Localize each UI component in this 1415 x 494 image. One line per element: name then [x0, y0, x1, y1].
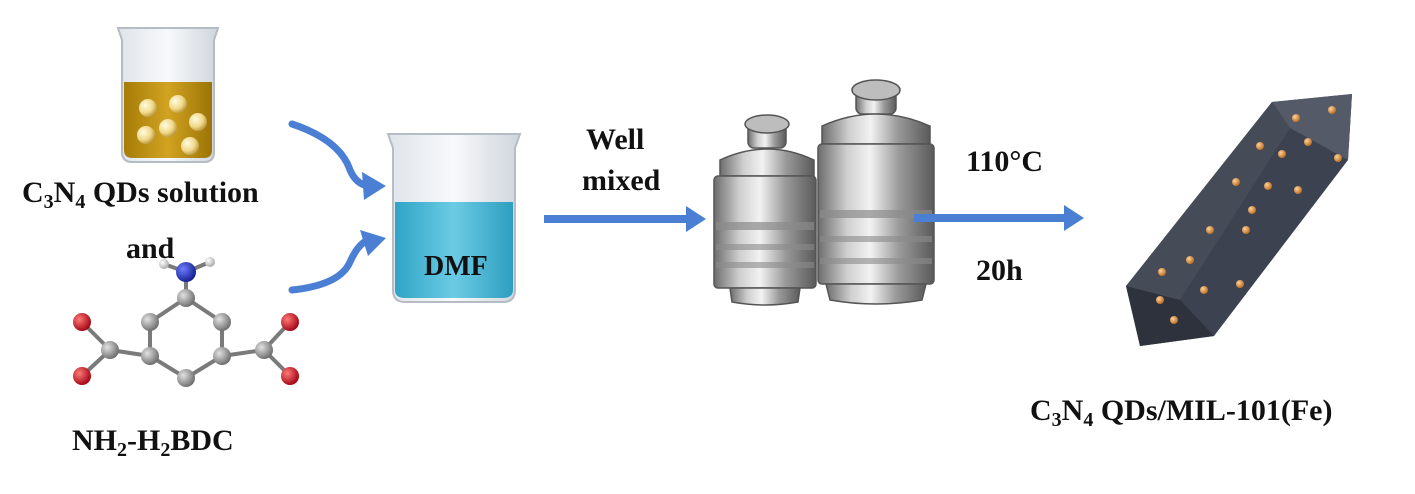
merge-arrows	[288, 120, 372, 294]
upper-curved-arrow	[288, 120, 372, 190]
linker-label: NH2-H2BDC	[72, 424, 234, 461]
c3n4-beaker-icon	[116, 27, 220, 163]
heat-arrow	[914, 205, 1084, 231]
time-label: 20h	[976, 254, 1023, 287]
qd-dots	[1156, 106, 1342, 324]
nh2-h2bdc-molecule-icon	[73, 257, 299, 387]
mil101-crystal-icon	[1126, 94, 1352, 346]
dmf-beaker-icon	[386, 133, 522, 303]
mix-arrow	[544, 206, 706, 232]
lower-arrowhead-icon	[360, 230, 386, 256]
and-label: and	[126, 232, 175, 265]
autoclave-small-icon	[713, 114, 817, 306]
c3n4-solution-label: C3N4 QDs solution	[22, 176, 259, 213]
dmf-label: DMF	[424, 251, 488, 282]
temperature-label: 110°C	[966, 145, 1044, 178]
product-label: C3N4 QDs/MIL-101(Fe)	[1030, 394, 1333, 431]
lower-curved-arrow	[288, 236, 372, 294]
well-label: Well	[586, 123, 645, 156]
mixed-label: mixed	[582, 164, 661, 197]
upper-arrowhead-icon	[362, 172, 386, 200]
autoclave-large-icon	[817, 79, 935, 305]
